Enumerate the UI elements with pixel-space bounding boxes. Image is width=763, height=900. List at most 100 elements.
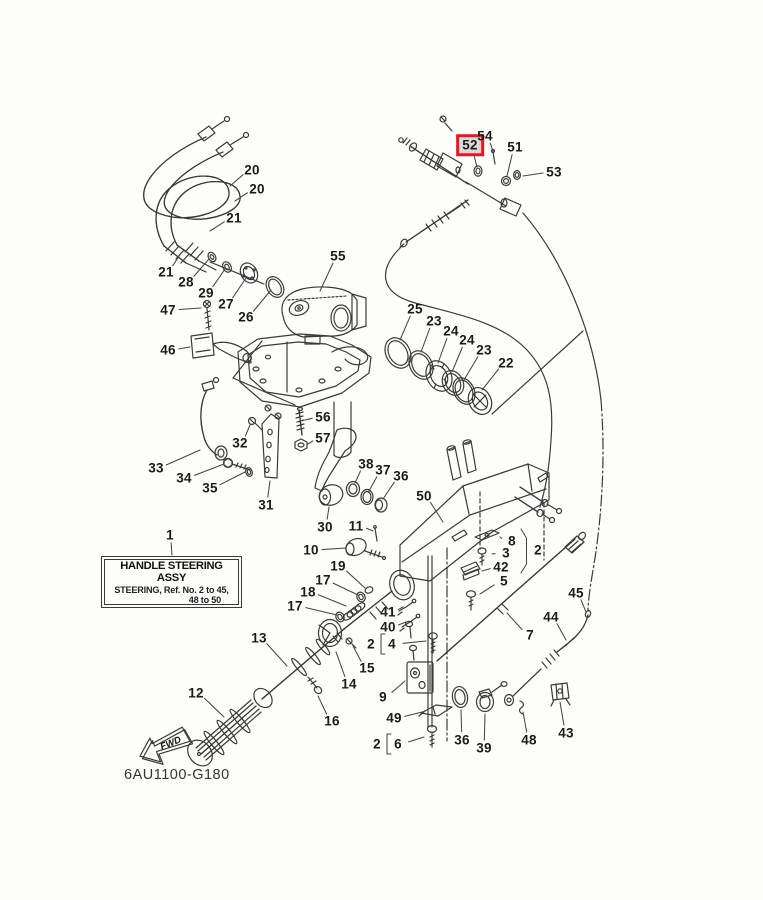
callout-17[interactable]: 17 (315, 572, 331, 588)
callout-6[interactable]: 6 (394, 736, 402, 752)
leader-line-38 (354, 470, 362, 484)
lower-assembly-art (397, 547, 508, 748)
callout-34[interactable]: 34 (176, 470, 192, 486)
callout-15[interactable]: 15 (359, 660, 375, 676)
leader-line-23 (420, 327, 431, 353)
callout-24[interactable]: 24 (459, 332, 475, 348)
leader-line-15 (352, 645, 362, 662)
callout-47[interactable]: 47 (160, 302, 176, 318)
callout-39[interactable]: 39 (476, 740, 492, 756)
callout-45[interactable]: 45 (568, 585, 584, 601)
callout-54[interactable]: 54 (477, 128, 493, 144)
callout-36[interactable]: 36 (393, 468, 409, 484)
leader-line-31 (267, 480, 271, 498)
leader-line-17 (305, 607, 338, 616)
callout-14[interactable]: 14 (341, 676, 357, 692)
callout-11[interactable]: 11 (348, 518, 364, 534)
callout-22[interactable]: 22 (498, 355, 514, 371)
callout-56[interactable]: 56 (315, 409, 331, 425)
callout-3[interactable]: 3 (502, 545, 510, 561)
friction-spring-art (335, 586, 374, 623)
info-box-subtitle-line2: 48 to 50 (188, 594, 221, 605)
callout-46[interactable]: 46 (160, 342, 176, 358)
callout-9[interactable]: 9 (379, 689, 387, 705)
leader-line-20 (234, 192, 248, 202)
leader-line-53 (522, 172, 544, 177)
callout-4[interactable]: 4 (388, 636, 396, 652)
callout-35[interactable]: 35 (202, 480, 218, 496)
callout-29[interactable]: 29 (198, 285, 214, 301)
leader-line-51 (506, 154, 513, 177)
callout-53[interactable]: 53 (546, 164, 562, 180)
callout-26[interactable]: 26 (238, 309, 254, 325)
callout-2[interactable]: 2 (534, 542, 542, 558)
leader-line-34 (193, 463, 225, 476)
callout-21[interactable]: 21 (226, 210, 242, 226)
callout-44[interactable]: 44 (543, 609, 559, 625)
callout-24[interactable]: 24 (443, 323, 459, 339)
callout-41[interactable]: 41 (380, 604, 396, 620)
callout-51[interactable]: 51 (507, 139, 523, 155)
leader-line-57 (307, 440, 314, 445)
callout-20[interactable]: 20 (244, 162, 260, 178)
leader-line-36 (460, 709, 463, 733)
steering-housing-art (281, 286, 367, 393)
callout-13[interactable]: 13 (251, 630, 267, 646)
leader-line-16 (317, 695, 328, 715)
callout-32[interactable]: 32 (232, 435, 248, 451)
ref-bracket-2 (520, 528, 528, 574)
bracket-fasteners-art (460, 491, 545, 611)
leader-line-45 (580, 599, 587, 613)
callout-27[interactable]: 27 (218, 296, 234, 312)
callout-21[interactable]: 21 (158, 264, 174, 280)
leader-line-35 (219, 471, 246, 486)
callout-52[interactable]: 52 (456, 134, 484, 156)
callout-20[interactable]: 20 (249, 181, 265, 197)
callout-49[interactable]: 49 (386, 710, 402, 726)
leader-line-32 (244, 424, 251, 437)
callout-36[interactable]: 36 (454, 732, 470, 748)
callout-19[interactable]: 19 (330, 558, 346, 574)
callout-23[interactable]: 23 (426, 313, 442, 329)
callout-2[interactable]: 2 (373, 736, 381, 752)
leader-line-36 (382, 481, 395, 500)
stud-nut-art (294, 406, 308, 452)
callout-30[interactable]: 30 (317, 519, 333, 535)
leader-line-18 (317, 594, 347, 607)
callout-12[interactable]: 12 (188, 685, 204, 701)
callout-40[interactable]: 40 (380, 619, 396, 635)
callout-48[interactable]: 48 (521, 732, 537, 748)
callout-18[interactable]: 18 (300, 584, 316, 600)
leader-line-55 (319, 262, 334, 292)
callout-25[interactable]: 25 (407, 301, 423, 317)
callout-16[interactable]: 16 (324, 713, 340, 729)
callout-43[interactable]: 43 (558, 725, 574, 741)
leader-line-12 (203, 697, 225, 718)
callout-38[interactable]: 38 (358, 456, 374, 472)
leader-line-37 (368, 476, 378, 492)
callout-42[interactable]: 42 (493, 559, 509, 575)
leader-line-13 (266, 643, 288, 667)
callout-28[interactable]: 28 (178, 274, 194, 290)
callout-57[interactable]: 57 (315, 430, 331, 446)
callout-23[interactable]: 23 (476, 342, 492, 358)
callout-5[interactable]: 5 (500, 573, 508, 589)
callout-2[interactable]: 2 (367, 636, 375, 652)
callout-31[interactable]: 31 (258, 497, 274, 513)
callout-17[interactable]: 17 (287, 598, 303, 614)
leader-line-11 (366, 527, 374, 532)
steering-bracket-art (389, 439, 563, 601)
callout-10[interactable]: 10 (303, 542, 319, 558)
leader-line-7 (506, 612, 523, 630)
leader-line-24 (451, 346, 463, 373)
callout-33[interactable]: 33 (148, 460, 164, 476)
callout-50[interactable]: 50 (416, 488, 432, 504)
callout-7[interactable]: 7 (526, 627, 534, 643)
callout-37[interactable]: 37 (375, 462, 391, 478)
callout-8[interactable]: 8 (508, 533, 516, 549)
ref-bracket-2 (386, 733, 392, 755)
callout-1[interactable]: 1 (166, 527, 174, 543)
leader-line-21 (209, 221, 225, 232)
callout-55[interactable]: 55 (330, 248, 346, 264)
